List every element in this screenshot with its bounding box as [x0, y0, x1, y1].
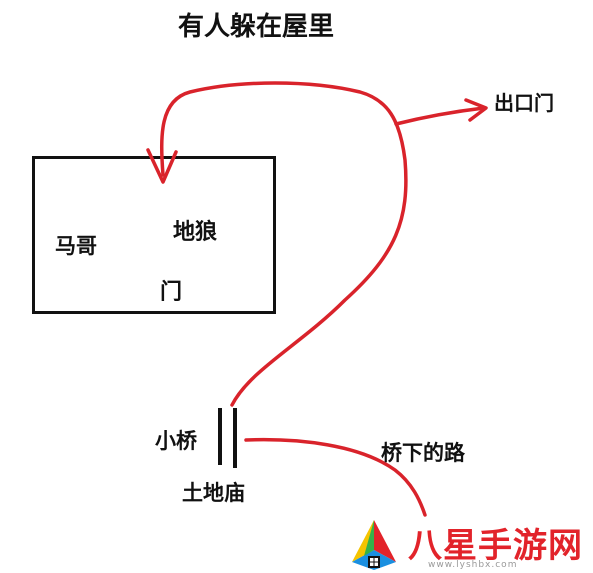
exit-route-line — [394, 106, 486, 126]
watermark-brand: 八星手游网 — [408, 526, 583, 566]
temple-label: 土地庙 — [182, 481, 245, 505]
main-route-line — [160, 81, 408, 407]
diagram-title: 有人躲在屋里 — [178, 12, 335, 42]
house-room — [32, 156, 276, 314]
bridge-label: 小桥 — [155, 429, 197, 453]
colorful-triangle-logo-icon — [352, 520, 396, 570]
dilang-label: 地狼 — [173, 220, 218, 245]
mage-label: 马哥 — [55, 234, 97, 258]
exit-arrowhead — [464, 98, 488, 122]
under-bridge-road-label: 桥下的路 — [381, 441, 465, 465]
house-arrowhead — [146, 148, 178, 184]
exit-door-label: 出口门 — [494, 91, 554, 115]
under-bridge-route-line — [244, 437, 427, 517]
door-label: 门 — [160, 280, 183, 305]
watermark-url: www.lyshbx.com — [428, 560, 518, 570]
